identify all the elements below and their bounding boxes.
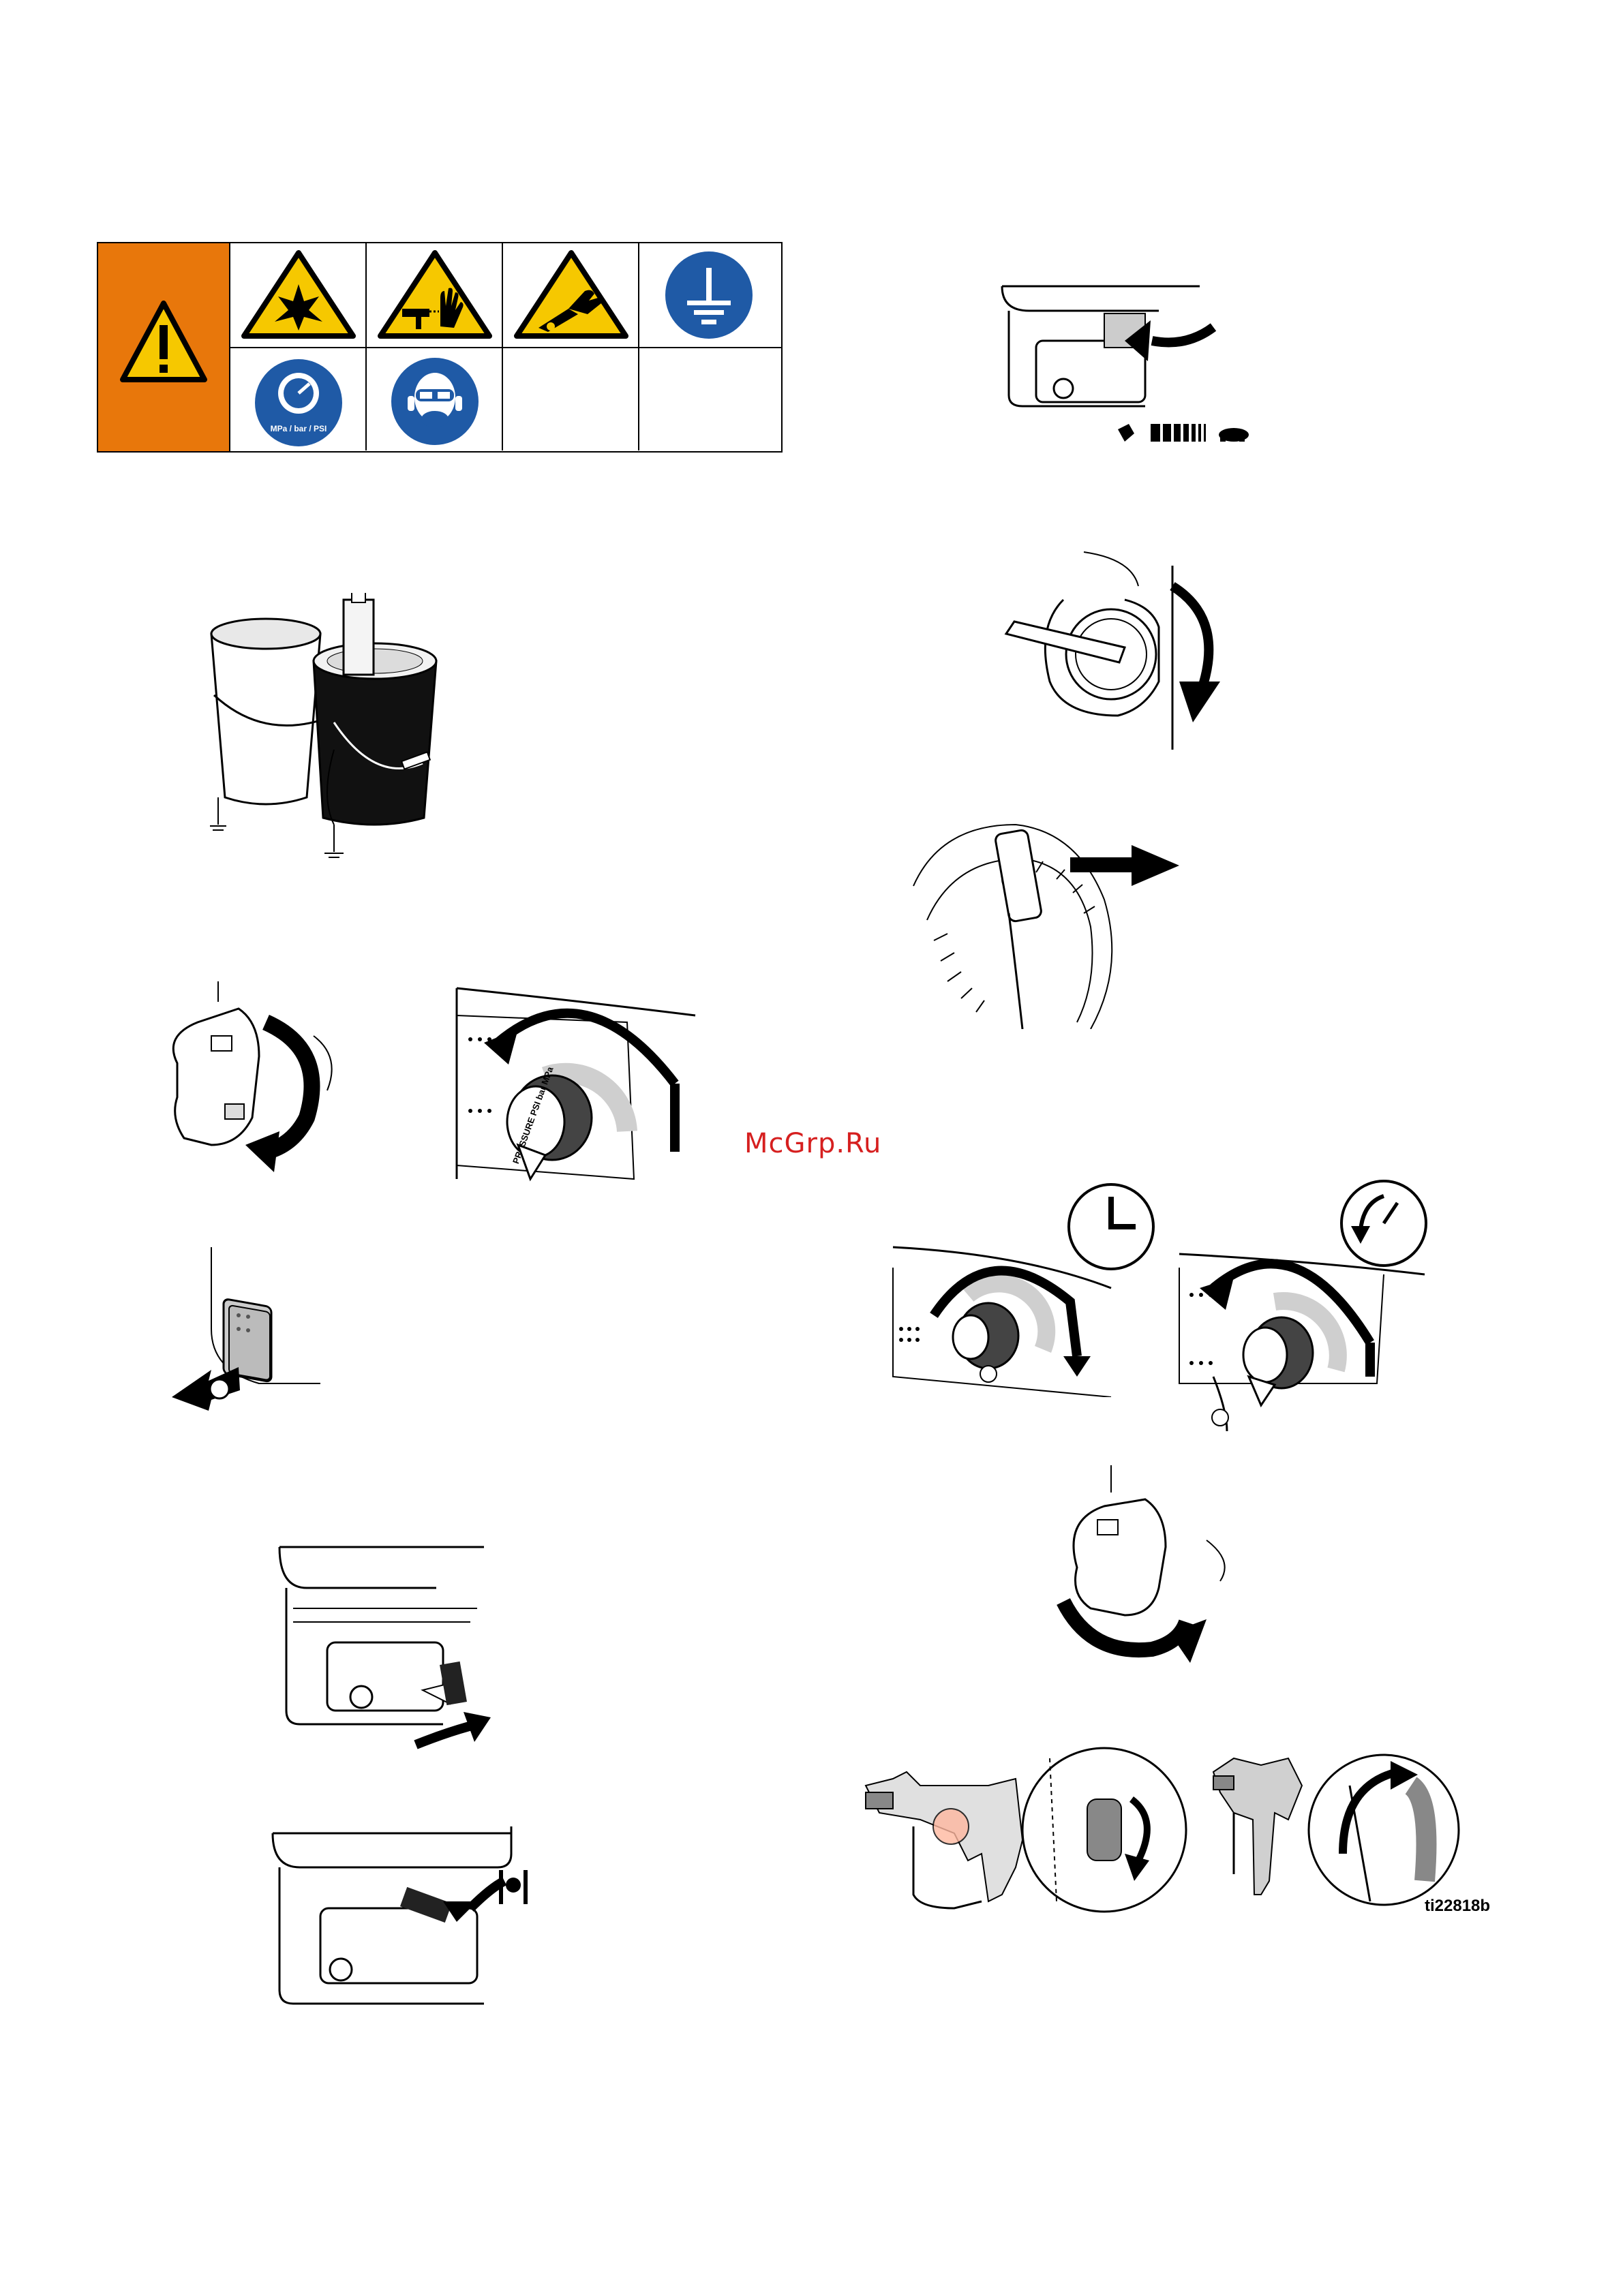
prime-valve-closed-illustration [266, 1826, 552, 2010]
engine-switch-on-illustration [995, 545, 1241, 763]
explosion-hazard-cell [229, 243, 365, 347]
warning-symbol-table: MPa / bar / PSI [97, 242, 783, 453]
fire-explosion-hazard-icon [230, 243, 367, 347]
empty-cell [638, 347, 781, 450]
skin-injection-hazard-icon [367, 243, 503, 347]
trigger-guard-detail-1 [1022, 1748, 1186, 1912]
speed-scale-icon [1118, 424, 1249, 442]
prime-valve-open-illustration [273, 1540, 498, 1758]
grounding-cell [638, 243, 781, 347]
watermark: McGrp.Ru [744, 1128, 881, 1159]
warning-header-cell [98, 243, 230, 451]
trigger-guard-detail-2 [1309, 1755, 1459, 1905]
pressure-knob-decrease-right-illustration [1172, 1234, 1431, 1452]
gun-trigger-lock-illustration [157, 981, 361, 1199]
pressure-relief-icon: MPa / bar / PSI [230, 348, 367, 452]
empty-cell [502, 347, 638, 450]
injection-hazard-cell [365, 243, 502, 347]
protective-equipment-icon [367, 348, 503, 452]
engine-off-switch-illustration [164, 1247, 320, 1424]
grounded-pails-illustration [198, 593, 484, 879]
spray-gun-trigger-lock-row [852, 1745, 1466, 1915]
spray-gun-1 [866, 1772, 1022, 1908]
trigger-lock-engage-illustration [1050, 1465, 1254, 1670]
moving-parts-hazard-cell [502, 243, 638, 347]
fuel-valve-illustration [995, 273, 1281, 457]
pressure-knob-decrease-illustration: PRESSURE PSI bar MPa [450, 975, 723, 1206]
ppe-cell [365, 347, 502, 450]
spray-gun-2 [1213, 1758, 1302, 1895]
pressure-units-label: MPa / bar / PSI [271, 424, 327, 433]
starter-cord-pull-illustration [900, 804, 1200, 1029]
moving-parts-hazard-icon [503, 243, 639, 347]
pressure-knob-increase-illustration [886, 1234, 1118, 1397]
warning-triangle-icon [98, 243, 229, 451]
pressure-relief-cell: MPa / bar / PSI [229, 347, 365, 450]
grounding-icon [639, 243, 783, 347]
figure-id: ti22818b [1425, 1897, 1490, 1916]
